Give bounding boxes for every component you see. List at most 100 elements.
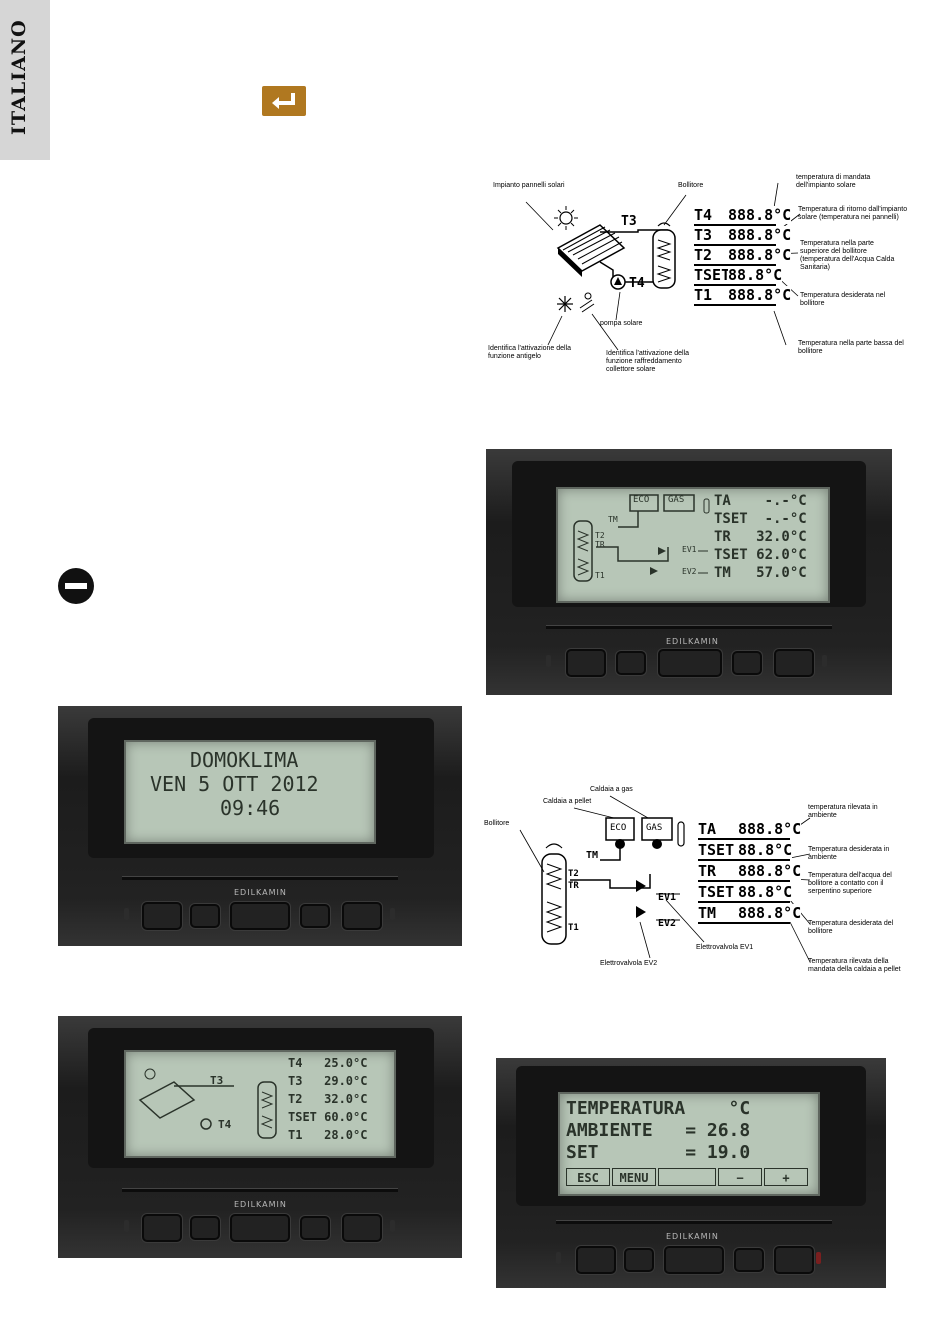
language-tab: ITALIANO (0, 0, 50, 160)
label-t3-desc: Temperatura di ritorno dall'impianto sol… (798, 206, 908, 221)
label-antifreeze: Identifica l'attivazione della funzione … (488, 345, 572, 360)
reading-row: T2 (694, 246, 776, 266)
no-entry-icon (58, 568, 94, 604)
device-button-2[interactable] (624, 1248, 654, 1272)
home-date: VEN 5 OTT 2012 (150, 772, 319, 796)
tag-ev1: EV1 (658, 892, 677, 903)
lcd-reading: T2 32.0°C (288, 1092, 368, 1106)
box-eco: ECO (610, 823, 627, 833)
reading-row: TA (698, 820, 790, 840)
device-button-1[interactable] (566, 649, 606, 677)
softkey-1[interactable]: MENU (612, 1168, 656, 1186)
softkey-5[interactable]: + (764, 1168, 808, 1186)
temp-title: TEMPERATURA °C (566, 1098, 751, 1119)
reading-value: 888.8°C (738, 862, 802, 880)
tag-ev2: EV2 (658, 918, 677, 929)
label-t1-desc: Temperatura nella parte bassa del bollit… (798, 340, 904, 355)
reading-row: TSET (694, 266, 776, 286)
device-button-1[interactable] (142, 1214, 182, 1242)
lcd-reading: T3 29.0°C (288, 1074, 368, 1088)
lcd-reading: TSET 60.0°C (288, 1110, 368, 1124)
device-button-1[interactable] (576, 1246, 616, 1274)
device-button-4[interactable] (300, 904, 330, 928)
brand-logo: EDILKAMIN (234, 888, 287, 897)
device-button-3[interactable] (664, 1246, 724, 1274)
tag-t1: T1 (568, 923, 579, 933)
device-button-3[interactable] (230, 902, 290, 930)
sensor-t4: T4 (629, 276, 645, 291)
brand-logo: EDILKAMIN (666, 1232, 719, 1241)
device-button-5[interactable] (774, 1246, 814, 1274)
tag-tr: TR (595, 540, 605, 549)
lcd-home: DOMOKLIMA VEN 5 OTT 2012 09:46 (124, 740, 376, 844)
temp-set: SET = 19.0 (566, 1142, 751, 1163)
sensor-t3: T3 (621, 214, 637, 229)
home-title: DOMOKLIMA (190, 748, 299, 772)
reading-row: TR (698, 862, 790, 882)
label-cooling: Identifica l'attivazione della funzione … (606, 350, 690, 373)
device-button-3[interactable] (658, 649, 722, 677)
label-gas: Caldaia a gas (590, 786, 633, 793)
enter-key-icon (262, 86, 306, 116)
reading-value: 888.8°C (738, 904, 802, 922)
reading-value: 888.8°C (728, 206, 792, 224)
brand-logo: EDILKAMIN (666, 637, 719, 646)
tag-tr: TR (568, 881, 579, 891)
label-tset1-desc: Temperatura desiderata in ambiente (808, 846, 890, 861)
tag-t3: T3 (210, 1074, 224, 1087)
device-button-3[interactable] (230, 1214, 290, 1242)
reading-value: 888.8°C (728, 286, 792, 304)
reading-value: 88.8°C (738, 883, 793, 901)
label-tank: Bollitore (678, 182, 704, 189)
label-tset2-desc: Temperatura desiderata del bollitore (808, 920, 894, 935)
label-ev2: Elettrovalvola EV2 (600, 960, 658, 967)
lcd-reading: TA -.-°C (714, 493, 807, 509)
reading-row: T1 (694, 286, 776, 306)
box-gas: GAS (646, 823, 663, 833)
solar-diagram: Impianto pannelli solari Bollitore tempe… (488, 170, 908, 380)
tag-t2: T2 (568, 869, 579, 879)
lcd-reading: TM 57.0°C (714, 565, 807, 581)
reading-value: 88.8°C (738, 841, 793, 859)
reading-row: TSET (698, 841, 790, 861)
device-button-5[interactable] (342, 902, 382, 930)
device-button-2[interactable] (190, 904, 220, 928)
language-label: ITALIANO (8, 19, 30, 135)
label-ta-desc: temperatura rilevata in ambiente (808, 804, 878, 819)
lcd-reading: T4 25.0°C (288, 1056, 368, 1070)
lcd-temperature: TEMPERATURA °C AMBIENTE = 26.8 SET = 19.… (558, 1092, 820, 1196)
device-button-5[interactable] (342, 1214, 382, 1242)
label-tr-desc: Temperatura dell'acqua del bollitore a c… (808, 872, 892, 895)
device-home: DOMOKLIMA VEN 5 OTT 2012 09:46 EDILKAMIN (58, 706, 462, 946)
reading-row: TM (698, 904, 790, 924)
reading-row: T4 (694, 206, 776, 226)
tag-ev1: EV1 (682, 545, 697, 554)
temp-ambient: AMBIENTE = 26.8 (566, 1120, 751, 1141)
lcd-reading: T1 28.0°C (288, 1128, 368, 1142)
device-button-4[interactable] (300, 1216, 330, 1240)
tag-tm: TM (586, 850, 599, 861)
softkey-0[interactable]: ESC (566, 1168, 610, 1186)
tag-ev2: EV2 (682, 567, 697, 576)
device-button-2[interactable] (616, 651, 646, 675)
device-button-5[interactable] (774, 649, 814, 677)
label-ev1: Elettrovalvola EV1 (696, 944, 754, 951)
lcd-reading: TR 32.0°C (714, 529, 807, 545)
label-panels: Impianto pannelli solari (493, 182, 565, 189)
device-button-2[interactable] (190, 1216, 220, 1240)
label-tset-desc: Temperatura desiderata nel bollitore (800, 292, 886, 307)
label-pellet: Caldaia a pellet (543, 798, 592, 805)
device-button-4[interactable] (732, 651, 762, 675)
label-t2-desc: Temperatura nella parte superiore del bo… (800, 240, 895, 271)
device-button-1[interactable] (142, 902, 182, 930)
softkey-4[interactable]: − (718, 1168, 762, 1186)
reading-value: 888.8°C (728, 226, 792, 244)
device-button-4[interactable] (734, 1248, 764, 1272)
label-tank: Bollitore (484, 820, 510, 827)
reading-row: T3 (694, 226, 776, 246)
softkey-2[interactable] (658, 1168, 716, 1186)
